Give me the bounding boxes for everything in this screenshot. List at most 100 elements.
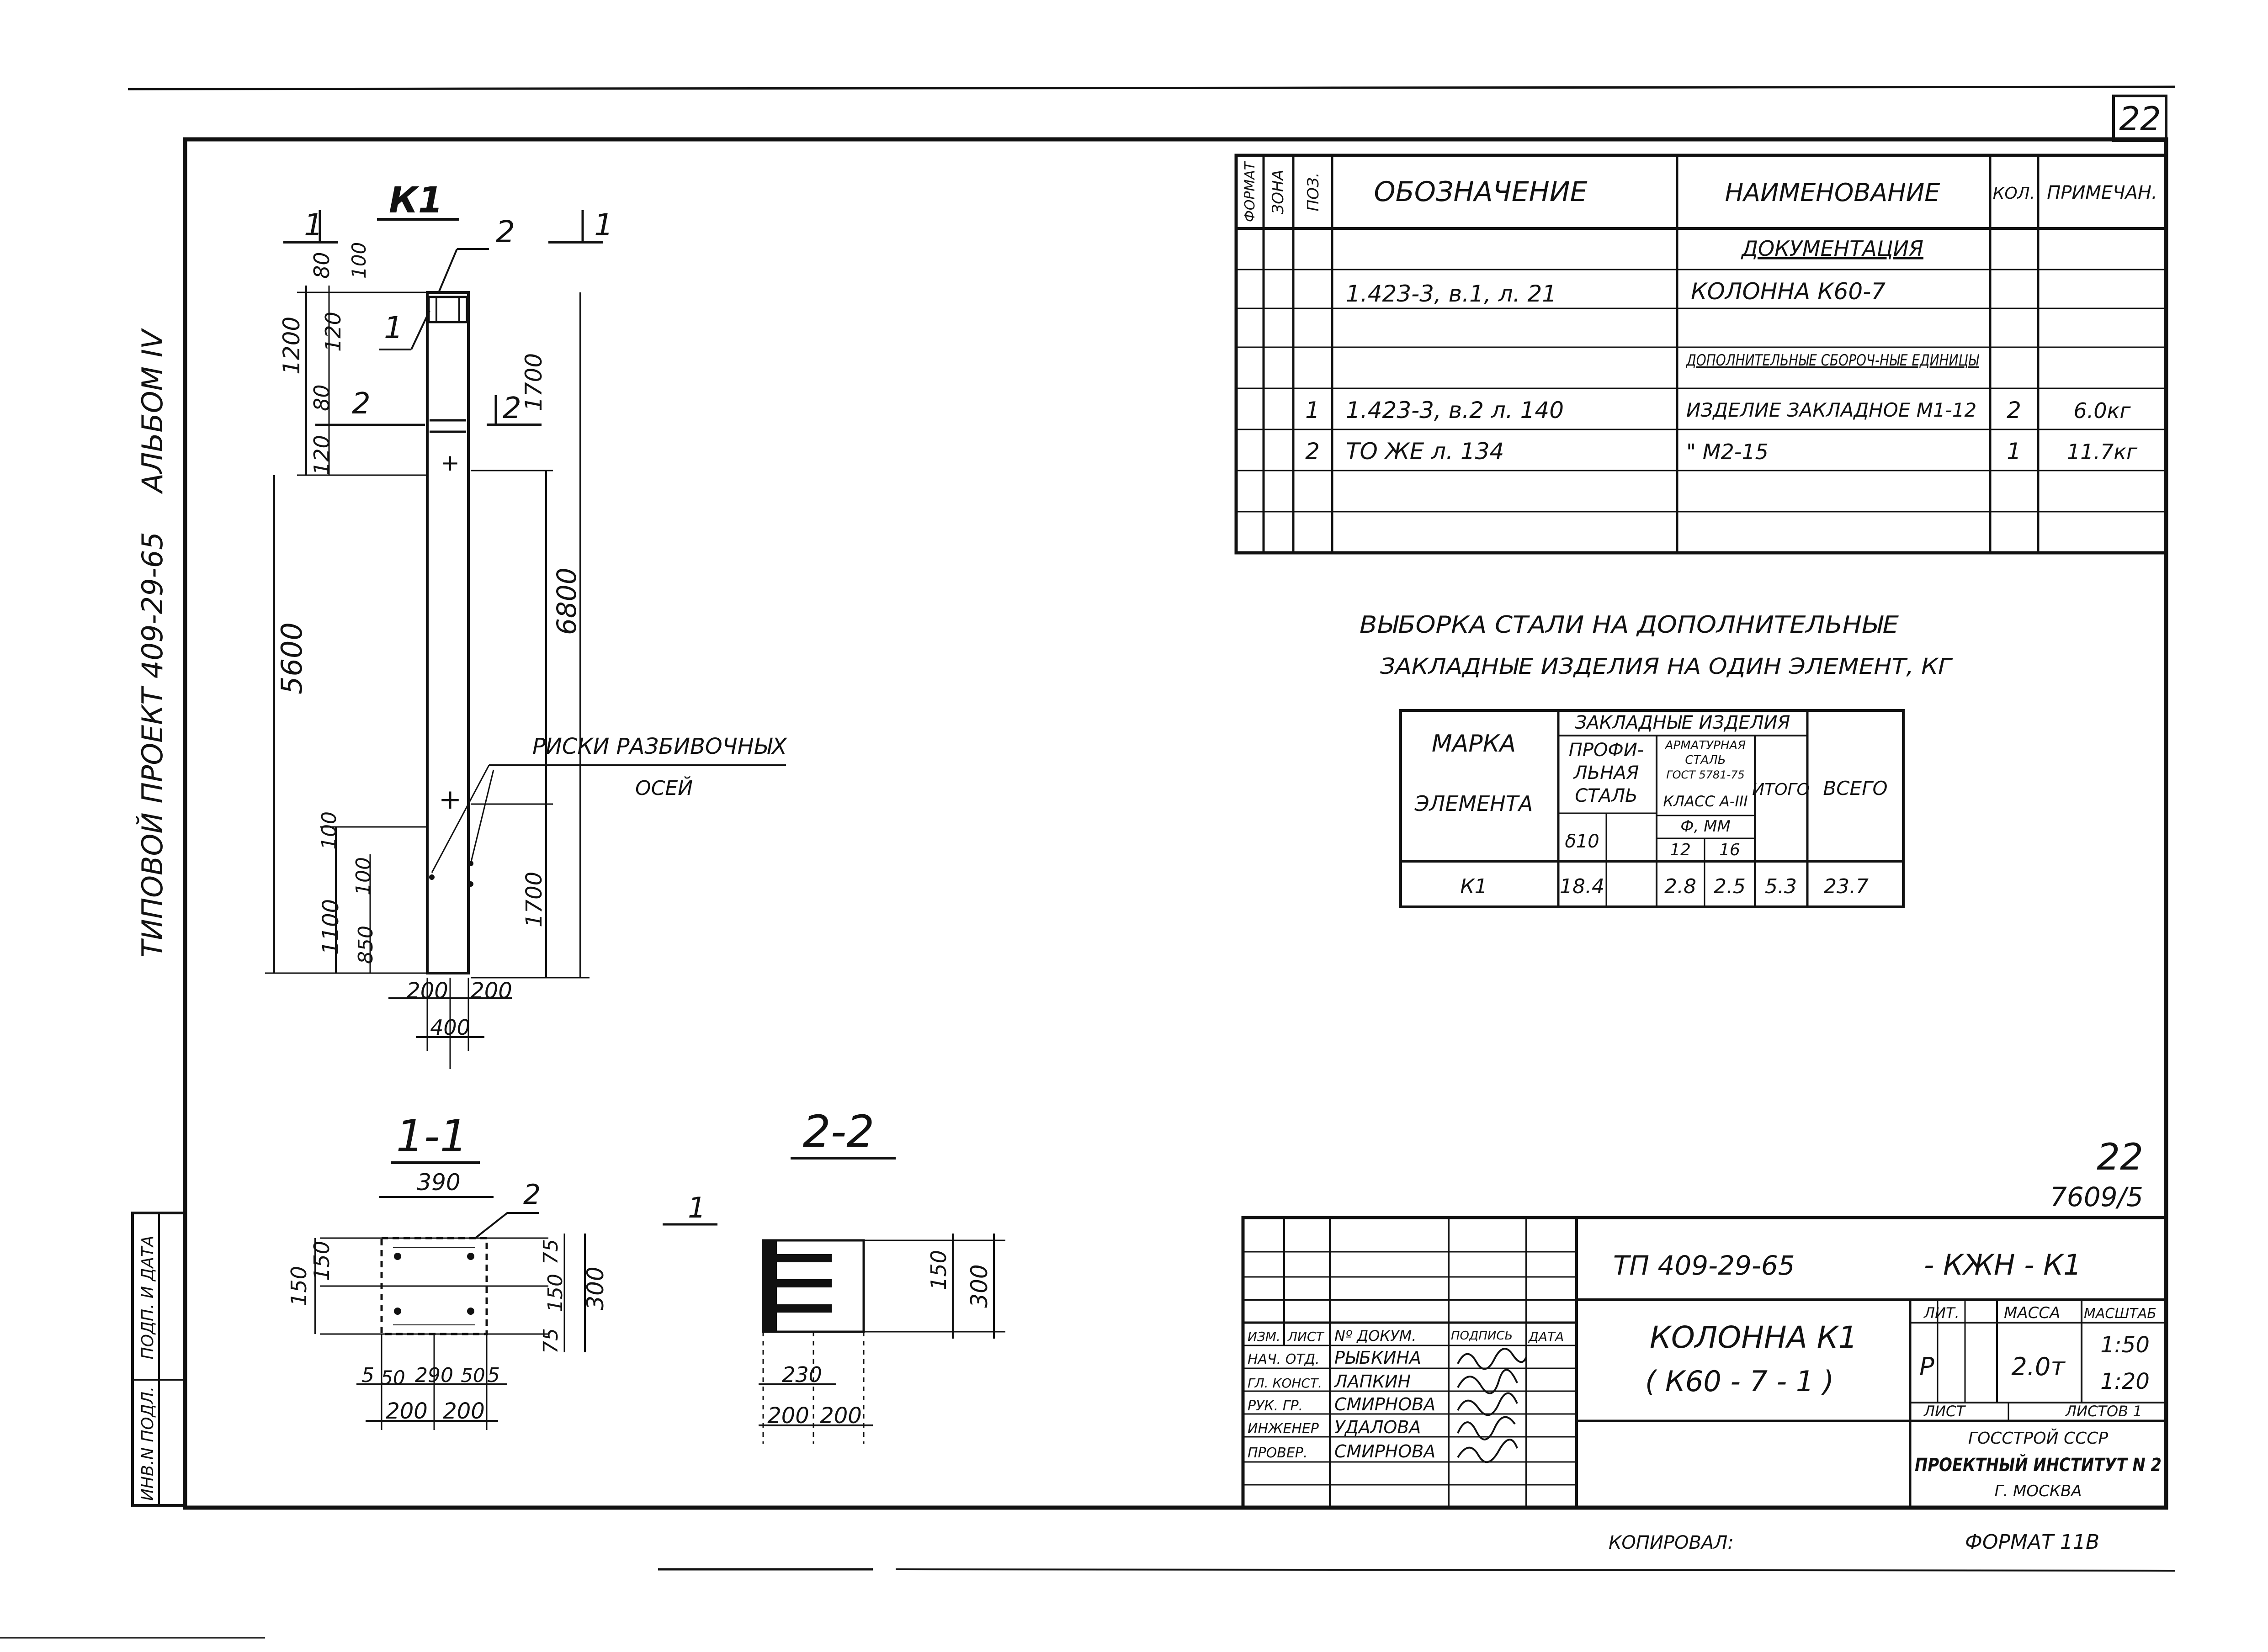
steel-title-2: ЗАКЛАДНЫЕ ИЗДЕЛИЯ НА ОДИН ЭЛЕМЕНТ, КГ (1380, 654, 1953, 679)
dim-1700-bottom: 1700 (521, 872, 547, 927)
sec2-callout: 1 (688, 1191, 706, 1224)
spec-row-2-name: ДОПОЛНИТЕЛЬНЫЕ СБОРОЧ-НЫЕ ЕДИНИЦЫ (1685, 351, 1979, 370)
steel-h-arm-2: СТАЛЬ (1685, 753, 1726, 767)
steel-title-1: ВЫБОРКА СТАЛИ НА ДОПОЛНИТЕЛЬНЫЕ (1360, 611, 1899, 639)
sec1-right-75b: 75 (539, 1328, 563, 1354)
tb-role-2: РУК. ГР. (1248, 1398, 1303, 1414)
dim-120-b: 120 (309, 435, 334, 475)
elevation-title: К1 (389, 180, 443, 221)
spec-row-4-note: 11.7кг (2067, 439, 2138, 464)
steel-row-prof: 18.4 (1560, 875, 1604, 898)
spec-row-3-pos: 1 (1305, 397, 1320, 424)
tb-h-list: ЛИСТ (1287, 1329, 1325, 1344)
sheet-frame (0, 85, 2176, 1639)
spec-table: ФОРМАТ ЗОНА ПОЗ. ОБОЗНАЧЕНИЕ НАИМЕНОВАНИ… (1234, 154, 2168, 555)
spec-row-3-qty: 2 (2007, 397, 2021, 424)
steel-h-mark-1: МАРКА (1432, 730, 1516, 757)
spec-h-note: ПРИМЕЧАН. (2047, 182, 2157, 203)
section-mark-left: 1 (304, 207, 323, 243)
callout-1-elev: 1 (384, 310, 403, 345)
sec2-b-200a: 200 (767, 1403, 809, 1429)
title-block: ТП 409-29-65 - КЖН - К1 КОЛОННА К1 ( К60… (1241, 1216, 2168, 1509)
section-mark-2-right: 2 (503, 392, 521, 425)
tb-org-1: ГОССТРОЙ СССР (1968, 1429, 2108, 1448)
dim-1700-top: 1700 (521, 353, 547, 411)
tb-code: ТП 409-29-65 (1613, 1250, 1795, 1281)
tb-sheet-label: ЛИСТ (1923, 1403, 1966, 1420)
tb-scale-label: МАСШТАБ (2084, 1306, 2156, 1322)
spec-row-3-name: ИЗДЕЛИЕ ЗАКЛАДНОЕ М1-12 (1686, 399, 1976, 421)
signatures (1457, 1348, 1527, 1463)
sheet-number-box: 22 (2112, 95, 2167, 142)
steel-h-arm-3: ГОСТ 5781-75 (1666, 768, 1745, 781)
callout-2-top: 2 (496, 214, 515, 249)
tb-org-3: Г. МОСКВА (1994, 1482, 2082, 1500)
spec-row-4-qty: 1 (2007, 438, 2021, 465)
section-mark-right: 1 (594, 207, 613, 243)
steel-table: ВЫБОРКА СТАЛИ НА ДОПОЛНИТЕЛЬНЫЕ ЗАКЛАДНЫ… (1360, 611, 1953, 908)
tb-name-1: КОЛОННА К1 (1650, 1320, 1858, 1355)
section-1-title: 1-1 (396, 1111, 468, 1162)
spec-row-3-note: 6.0кг (2073, 398, 2131, 423)
steel-h-d16: 16 (1719, 841, 1740, 859)
section-mark-2-left: 2 (352, 387, 371, 421)
tb-person-1: ЛАПКИН (1333, 1371, 1411, 1392)
dim-1200: 1200 (278, 317, 305, 375)
dim-80-b: 80 (309, 384, 334, 411)
tb-person-4: СМИРНОВА (1334, 1441, 1435, 1461)
dim-120-a: 120 (321, 312, 345, 352)
steel-h-prof-2: ЛЬНАЯ (1573, 762, 1639, 784)
steel-h-prof-1: ПРОФИ- (1569, 740, 1644, 761)
tb-role-3: ИНЖЕНЕР (1248, 1421, 1319, 1437)
album-label: АЛЬБОМ IV (136, 328, 169, 494)
steel-h-arm-4: КЛАСС А-III (1663, 793, 1747, 810)
tb-scale-1: 1:50 (2100, 1332, 2150, 1358)
page-ref-sheet: 22 (2097, 1136, 2143, 1178)
steel-h-all: ВСЕГО (1823, 777, 1887, 800)
tb-role-1: ГЛ. КОНСТ. (1248, 1376, 1322, 1391)
inv-label: ИНВ.N ПОДЛ. (138, 1387, 157, 1501)
spec-row-4-pos: 2 (1305, 438, 1320, 465)
steel-row-d16: 2.5 (1714, 875, 1746, 898)
spec-h-qty: КОЛ. (1993, 184, 2035, 203)
section-2-title: 2-2 (803, 1106, 875, 1157)
section-2-2: 2-2 1 150 300 230 200 200 (663, 1106, 1005, 1444)
tb-name-2: ( К60 - 7 - 1 ) (1645, 1365, 1834, 1398)
spec-row-0-name: ДОКУМЕНТАЦИЯ (1741, 236, 1923, 261)
tb-org-2: ПРОЕКТНЫЙ ИНСТИТУТ N 2 (1915, 1454, 2162, 1476)
sec1-b-50a: 50 (381, 1366, 405, 1389)
tb-lit-label: ЛИТ. (1923, 1304, 1960, 1322)
dim-6800: 6800 (551, 567, 582, 635)
sec2-right-150: 150 (926, 1250, 951, 1290)
steel-h-total: ИТОГО (1752, 780, 1810, 799)
dim-200-right: 200 (470, 978, 512, 1004)
sec2-right-300: 300 (966, 1264, 993, 1308)
left-side-labels: АЛЬБОМ IV ТИПОВОЙ ПРОЕКТ 409-29-65 (135, 328, 169, 958)
sec1-b-200b: 200 (443, 1398, 485, 1424)
spec-h-zone: ЗОНА (1269, 169, 1287, 214)
spec-row-4-name: " М2-15 (1686, 439, 1769, 464)
risks-label-2: ОСЕЙ (635, 776, 693, 800)
sec1-left-150b: 150 (309, 1241, 334, 1281)
tb-person-2: СМИРНОВА (1334, 1394, 1435, 1414)
steel-h-arm-1: АРМАТУРНАЯ (1664, 739, 1746, 752)
spec-h-name: НАИМЕНОВАНИЕ (1725, 178, 1941, 207)
spec-row-1-designation: 1.423-3, в.1, л. 21 (1346, 281, 1556, 307)
page-ref-code: 7609/5 (2050, 1181, 2143, 1213)
dim-100-b: 100 (352, 857, 375, 895)
footer: КОПИРОВАЛ: ФОРМАТ 11В (1609, 1530, 2099, 1554)
sign-date-label: ПОДП. И ДАТА (138, 1235, 157, 1359)
steel-h-d12: 12 (1670, 841, 1691, 859)
section-1-1: 1-1 390 2 150 150 75 150 75 300 5 50 290… (287, 1111, 609, 1430)
sec1-right-300: 300 (582, 1266, 609, 1310)
sec2-b-200b: 200 (820, 1403, 862, 1429)
approval-strip: ИНВ.N ПОДЛ. ПОДП. И ДАТА (131, 1212, 186, 1507)
sec1-b-290: 290 (415, 1364, 453, 1387)
axis-plus-bottom: + (439, 784, 462, 815)
footer-format: ФОРМАТ 11В (1965, 1530, 2099, 1554)
sec1-callout: 2 (523, 1179, 541, 1211)
steel-row-mark: К1 (1460, 875, 1487, 898)
tb-mass-label: МАССА (2004, 1304, 2060, 1322)
tb-sheets-label: ЛИСТОВ 1 (2065, 1403, 2142, 1420)
